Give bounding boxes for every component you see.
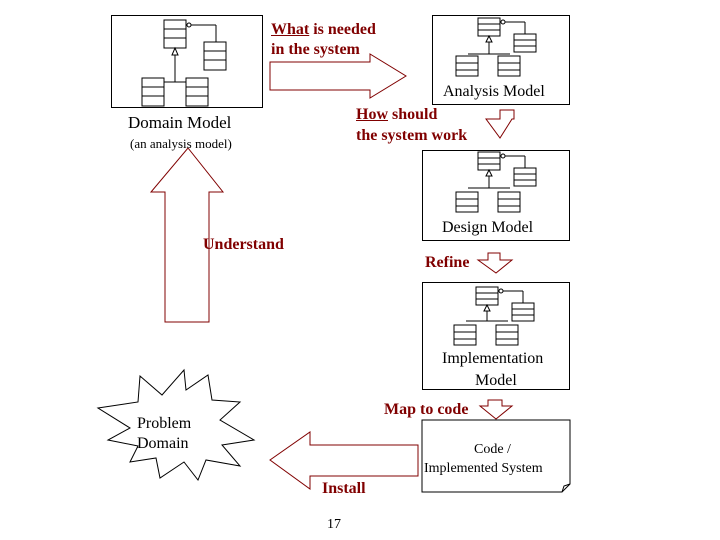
map-to-code-label: Map to code (384, 401, 469, 418)
page-number: 17 (327, 517, 341, 532)
how-label-rest: should (388, 106, 438, 123)
install-left-arrow (269, 431, 419, 490)
problem-domain-starburst (96, 368, 256, 481)
analysis-model-title: Analysis Model (443, 83, 545, 100)
refine-down-arrow (476, 252, 514, 274)
design-model-title: Design Model (442, 219, 534, 236)
code-document-box (421, 419, 571, 493)
domain-model-subtitle: (an analysis model) (130, 136, 232, 151)
understand-label: Understand (203, 236, 284, 253)
design-class-diagram-icon (455, 151, 537, 213)
code-title-line1: Code / (474, 442, 511, 457)
code-title-line2: Implemented System (424, 461, 543, 476)
how-underlined-word: How (356, 106, 388, 123)
refine-label: Refine (425, 254, 470, 271)
how-label-line2: the system work (356, 127, 468, 144)
what-right-arrow (269, 53, 407, 99)
domain-class-diagram-icon (141, 19, 227, 107)
install-label: Install (322, 480, 366, 497)
what-label-line2: in the system (271, 41, 360, 58)
analysis-class-diagram-icon (455, 17, 537, 77)
implementation-model-title-line1: Implementation (442, 350, 544, 367)
understand-up-arrow (149, 147, 225, 323)
how-label-line1: How should (356, 106, 437, 124)
what-underlined-word: What (271, 21, 310, 38)
what-label-rest: is needed (309, 21, 376, 38)
domain-model-title: Domain Model (128, 113, 232, 132)
problem-domain-line1: Problem (137, 415, 192, 432)
implementation-class-diagram-icon (453, 286, 535, 346)
how-down-arrow (485, 109, 515, 139)
map-down-arrow (478, 399, 514, 420)
what-label-line1: What is needed (271, 21, 376, 39)
problem-domain-line2: Domain (137, 435, 189, 452)
implementation-model-title-line2: Model (475, 372, 517, 389)
